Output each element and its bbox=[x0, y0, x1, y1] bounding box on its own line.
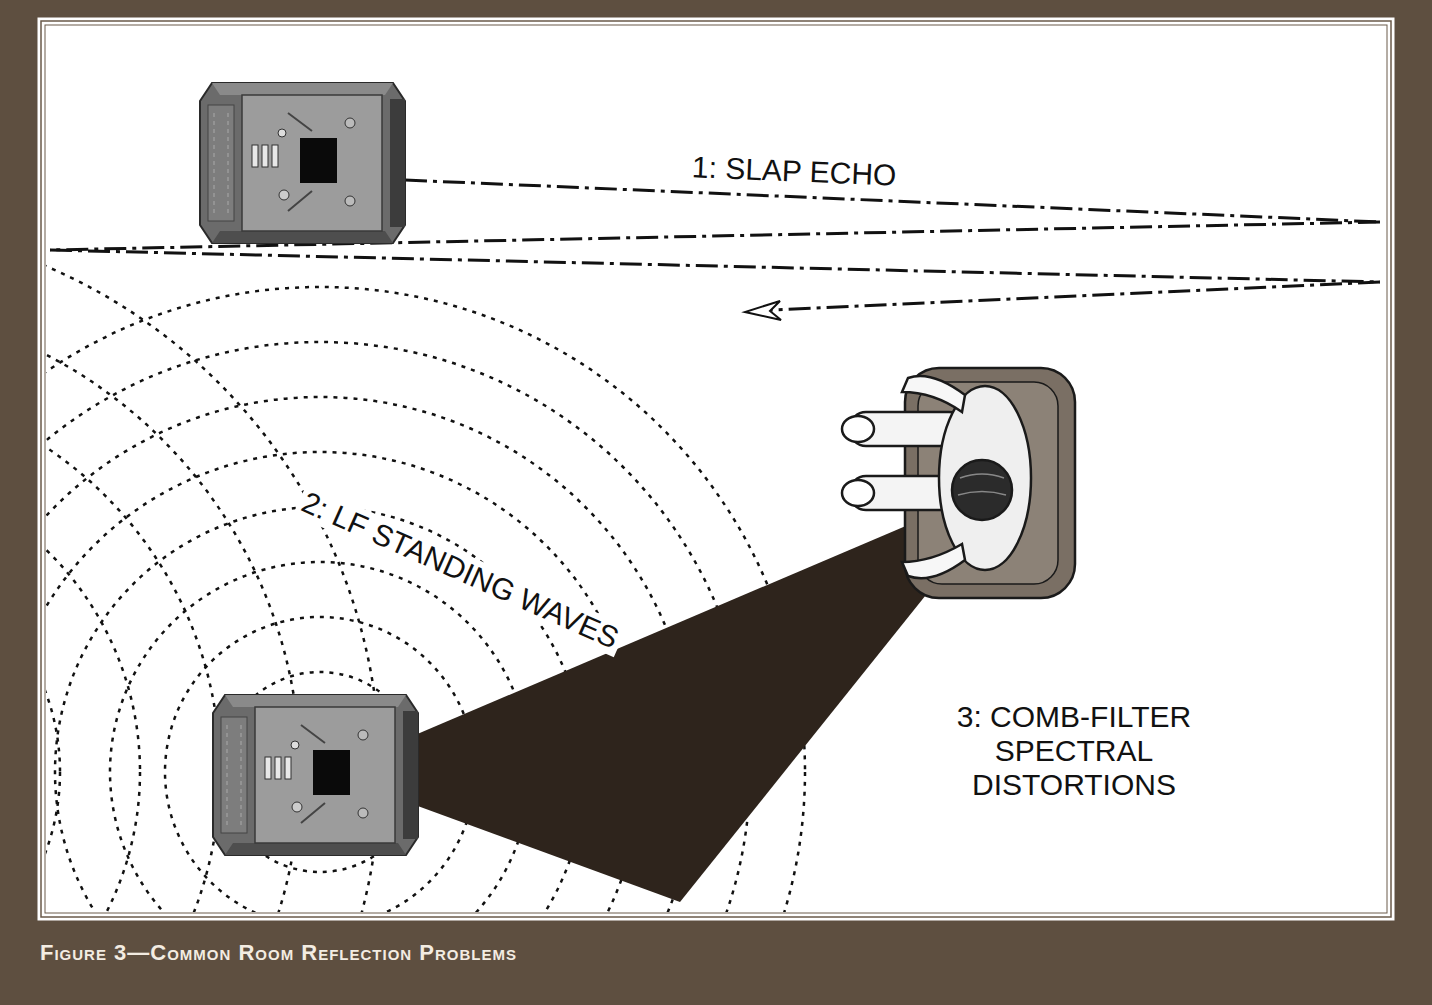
callout-label: 3: COMB-FILTER SPECTRAL DISTORTIONS bbox=[905, 700, 1243, 802]
wave-arc bbox=[46, 462, 140, 912]
wave-arc bbox=[46, 382, 220, 912]
wave-arc bbox=[46, 542, 60, 912]
figure-caption: Figure 3—Common Room Reflection Problems bbox=[40, 940, 517, 966]
